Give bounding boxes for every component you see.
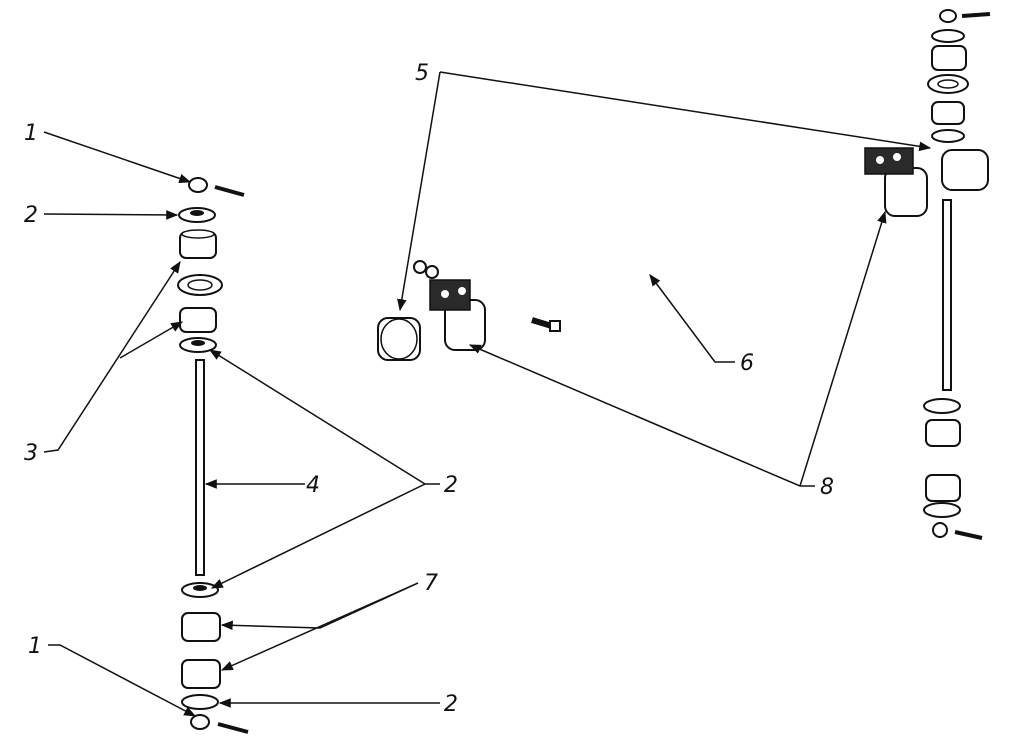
callout-numbers: 1 2 3 4 2 5 6 7 2 1 8 xyxy=(24,61,834,717)
left-link-assembly xyxy=(178,177,249,734)
callout-2-top: 2 xyxy=(24,203,38,228)
callout-2-mid: 2 xyxy=(444,473,458,498)
left-bar-bushings xyxy=(377,279,486,361)
bracket-hardware xyxy=(413,260,561,332)
callout-2-bottom: 2 xyxy=(444,692,458,717)
callout-4: 4 xyxy=(306,473,320,498)
left-arm xyxy=(177,274,389,348)
right-bar-bushing xyxy=(864,147,989,217)
callout-1-top: 1 xyxy=(24,121,38,146)
callout-6: 6 xyxy=(740,351,754,376)
leader-lines xyxy=(43,71,932,717)
callout-1-bottom: 1 xyxy=(28,634,42,659)
right-link-assembly xyxy=(923,9,991,540)
callout-7: 7 xyxy=(424,571,438,596)
callout-5: 5 xyxy=(415,61,429,86)
callout-8: 8 xyxy=(820,475,834,500)
callout-3: 3 xyxy=(24,441,38,466)
